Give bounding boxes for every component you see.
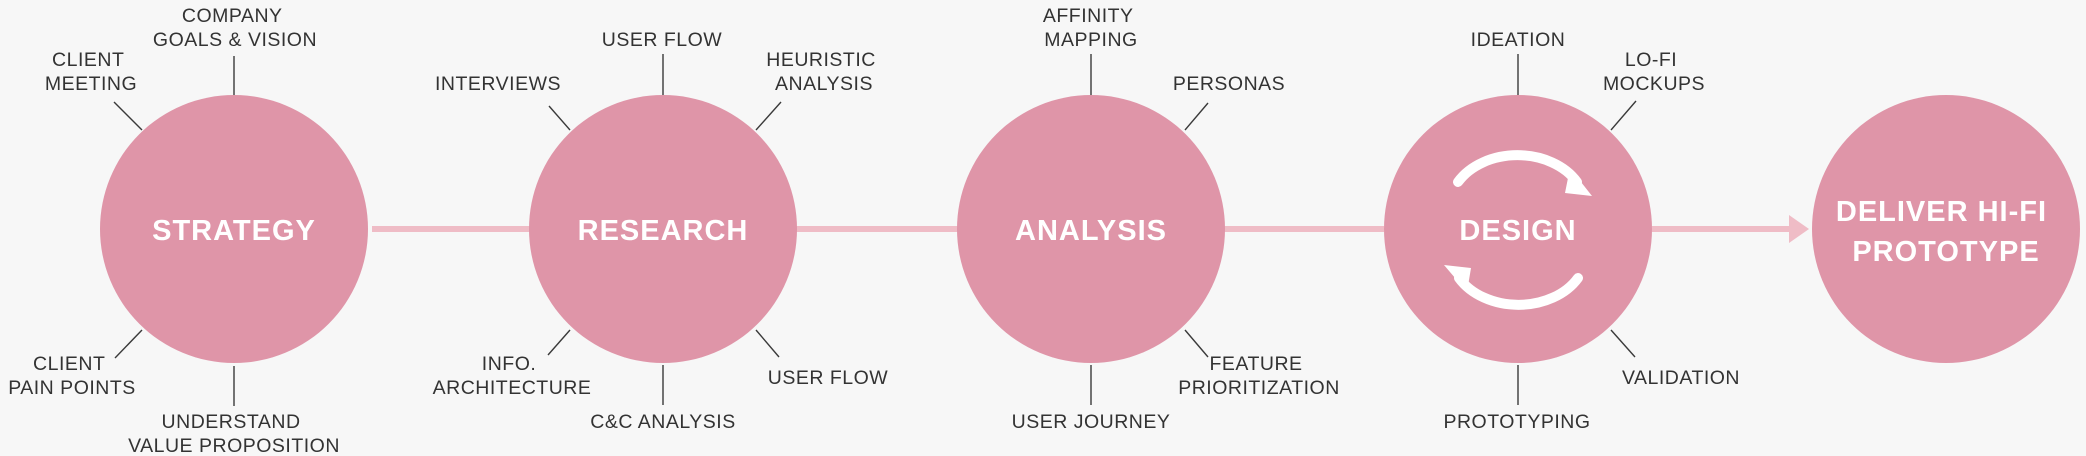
- connectors: [372, 215, 1809, 243]
- tick-line: [548, 105, 571, 131]
- stage-title: STRATEGY: [152, 215, 316, 247]
- stage-label: FEATURE PRIORITIZATION: [1178, 353, 1340, 399]
- tick-line: [547, 329, 571, 356]
- stage-title: RESEARCH: [578, 215, 749, 247]
- tick-line: [114, 329, 143, 359]
- stage-label: PROTOTYPING: [1443, 411, 1590, 433]
- stage-label: INTERVIEWS: [435, 73, 561, 95]
- tick-line: [1610, 100, 1637, 131]
- stage-label: PERSONAS: [1173, 73, 1285, 95]
- stage-design: DESIGN IDEATION LO-FI MOCKUPS PROTOTYPIN…: [1384, 29, 1740, 433]
- tick-line: [1184, 329, 1209, 358]
- stage-label: USER JOURNEY: [1012, 411, 1171, 433]
- stage-title: ANALYSIS: [1015, 215, 1167, 247]
- stage-label: IDEATION: [1471, 29, 1566, 51]
- stage-label: VALIDATION: [1622, 367, 1740, 389]
- stage-title: DELIVER HI-FI PROTOTYPE: [1836, 196, 2056, 268]
- stage-circle: [100, 95, 368, 363]
- stage-research: RESEARCH USER FLOW INTERVIEWS HEURISTIC …: [433, 29, 889, 433]
- stage-circle: [529, 95, 797, 363]
- tick-line: [1610, 329, 1636, 358]
- stage-deliver: DELIVER HI-FI PROTOTYPE: [1812, 95, 2080, 363]
- refresh-arrows-icon: [1444, 150, 1592, 310]
- stage-label: C&C ANALYSIS: [590, 411, 735, 433]
- tick-line: [755, 329, 780, 358]
- tick-line: [1184, 102, 1209, 131]
- stage-label: UNDERSTAND VALUE PROPOSITION: [128, 411, 340, 456]
- tick-line: [113, 101, 143, 131]
- tick-line: [755, 101, 782, 131]
- stage-circle: [957, 95, 1225, 363]
- stage-label: COMPANY GOALS & VISION: [153, 5, 317, 51]
- connector-arrowhead: [1789, 215, 1809, 243]
- stage-title: DESIGN: [1459, 215, 1576, 247]
- stage-circle: [1812, 95, 2080, 363]
- stage-circle: [1384, 95, 1652, 363]
- stage-label: AFFINITY MAPPING: [1043, 5, 1139, 51]
- stage-strategy: STRATEGY COMPANY GOALS & VISION CLIENT M…: [8, 5, 368, 456]
- stage-label: LO-FI MOCKUPS: [1603, 49, 1705, 95]
- stage-analysis: ANALYSIS AFFINITY MAPPING PERSONAS USER …: [957, 5, 1340, 433]
- stage-label: CLIENT PAIN POINTS: [8, 353, 136, 399]
- stage-label: INFO. ARCHITECTURE: [433, 353, 592, 399]
- stage-label: CLIENT MEETING: [45, 49, 137, 95]
- stage-label: HEURISTIC ANALYSIS: [766, 49, 882, 95]
- stage-label: USER FLOW: [768, 367, 889, 389]
- stage-label: USER FLOW: [602, 29, 723, 51]
